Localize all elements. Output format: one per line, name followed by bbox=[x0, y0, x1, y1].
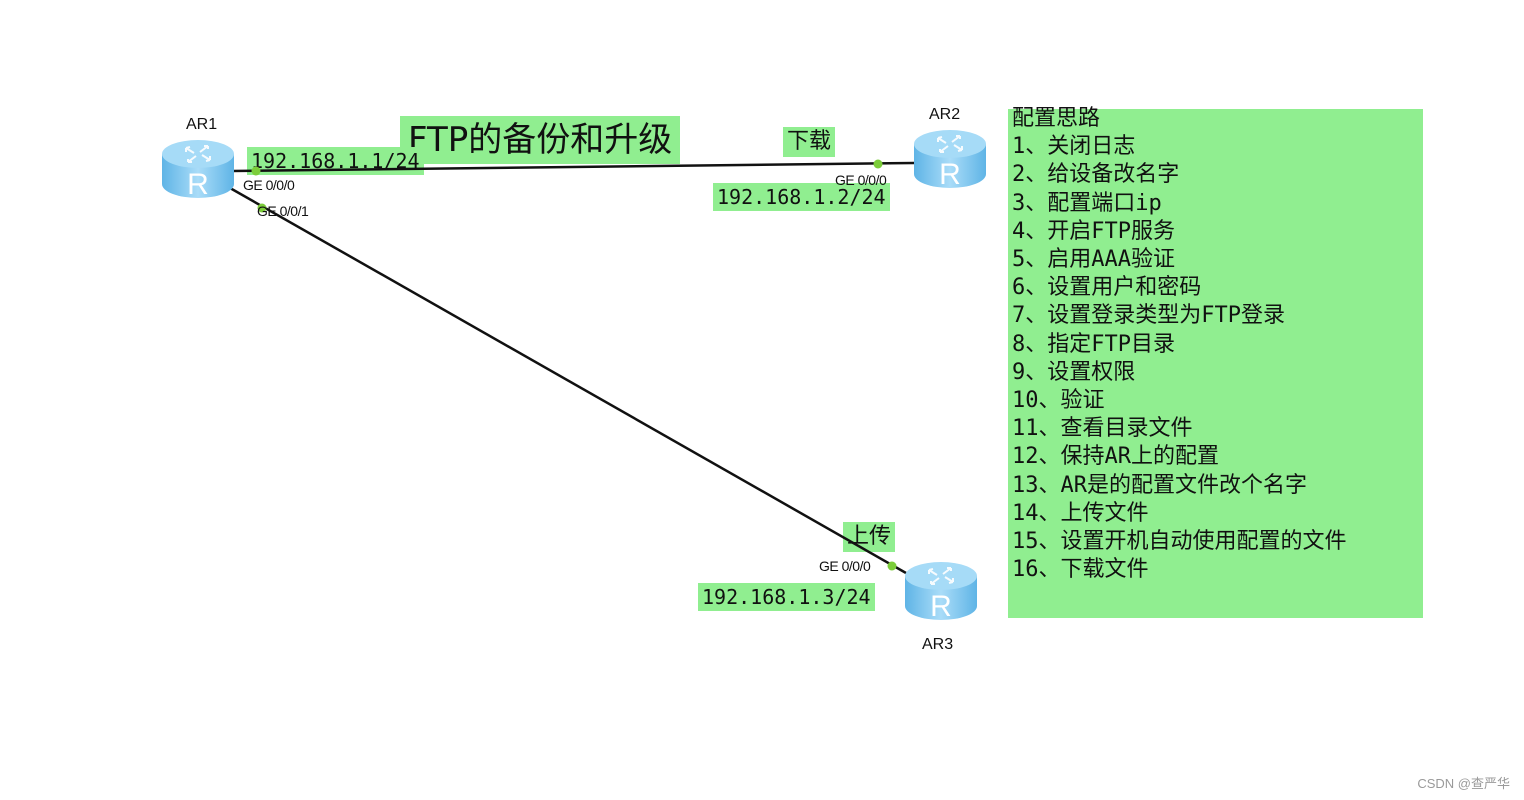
step-item: 12、保持AR上的配置 bbox=[1012, 444, 1219, 470]
step-item: 11、查看目录文件 bbox=[1012, 416, 1193, 442]
port-dot-ar1-ge000[interactable] bbox=[251, 166, 261, 176]
svg-text:R: R bbox=[187, 168, 209, 200]
router-icon: R bbox=[905, 562, 977, 623]
svg-text:R: R bbox=[939, 158, 961, 190]
port-label-ar1-ge001: GE 0/0/1 bbox=[257, 203, 309, 219]
step-item: 2、给设备改名字 bbox=[1012, 162, 1180, 188]
ip-label-ar2: 192.168.1.2/24 bbox=[713, 183, 890, 211]
svg-text:R: R bbox=[930, 590, 952, 622]
port-dot-ar1-ge001[interactable] bbox=[257, 203, 267, 213]
diagram-title: FTP的备份和升级 bbox=[400, 116, 681, 164]
router-ar1[interactable]: R bbox=[160, 136, 236, 201]
link-ar1-ar2[interactable] bbox=[231, 161, 915, 173]
port-label-ar3-ge000: GE 0/0/0 bbox=[819, 558, 871, 574]
step-item: 6、设置用户和密码 bbox=[1012, 275, 1202, 301]
step-item: 15、设置开机自动使用配置的文件 bbox=[1012, 529, 1347, 555]
step-item: 9、设置权限 bbox=[1012, 359, 1136, 385]
config-steps-panel: 配置思路 1、关闭日志 2、给设备改名字 3、配置端口ip 4、开启FTP服务 … bbox=[1008, 106, 1423, 618]
router-name-ar2: AR2 bbox=[929, 106, 961, 123]
router-name-ar3: AR3 bbox=[922, 636, 954, 653]
step-item: 10、验证 bbox=[1012, 388, 1105, 414]
step-item: 5、启用AAA验证 bbox=[1012, 247, 1175, 273]
step-item: 3、配置端口ip bbox=[1012, 190, 1162, 216]
port-label-ar1-ge000: GE 0/0/0 bbox=[243, 177, 295, 193]
port-dot-ar3-ge000[interactable] bbox=[887, 561, 897, 571]
watermark: CSDN @查严华 bbox=[1417, 776, 1510, 791]
step-item: 7、设置登录类型为FTP登录 bbox=[1012, 303, 1285, 329]
step-item: 1、关闭日志 bbox=[1012, 134, 1136, 160]
download-label: 下载 bbox=[783, 127, 836, 157]
link-ar1-ar3[interactable] bbox=[229, 186, 907, 575]
step-item: 14、上传文件 bbox=[1012, 500, 1149, 526]
step-item: 4、开启FTP服务 bbox=[1012, 218, 1175, 244]
step-item: 13、AR是的配置文件改个名字 bbox=[1012, 472, 1307, 498]
port-dot-ar2-ge000[interactable] bbox=[873, 159, 883, 169]
router-icon: R bbox=[162, 140, 234, 201]
ip-label-ar3: 192.168.1.3/24 bbox=[698, 583, 875, 611]
step-item: 16、下载文件 bbox=[1012, 557, 1149, 583]
upload-label: 上传 bbox=[843, 522, 896, 552]
port-label-ar2-ge000: GE 0/0/0 bbox=[835, 172, 887, 188]
router-ar3[interactable]: R bbox=[903, 558, 979, 623]
router-ar2[interactable]: R bbox=[912, 126, 988, 191]
router-name-ar1: AR1 bbox=[186, 116, 218, 133]
step-item: 8、指定FTP目录 bbox=[1012, 331, 1175, 357]
router-icon: R bbox=[914, 130, 986, 191]
steps-title: 配置思路 bbox=[1012, 106, 1101, 131]
